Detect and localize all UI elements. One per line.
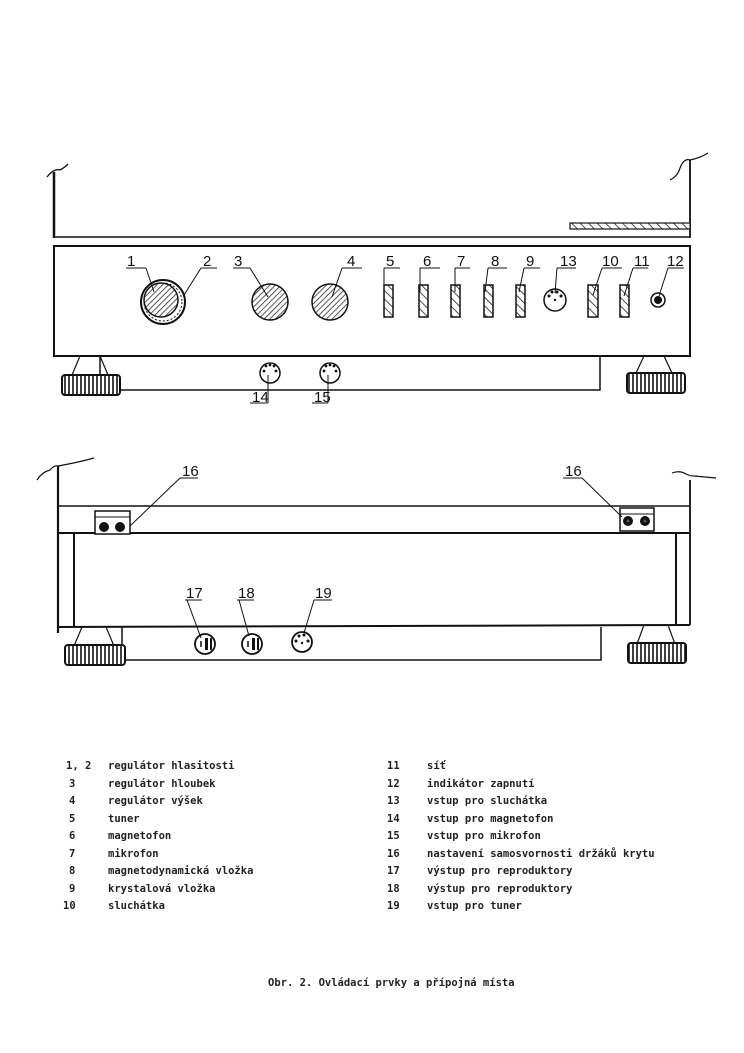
callout-2: 2: [203, 253, 211, 270]
callout-19: 19: [315, 585, 332, 602]
legend-num: 16: [387, 847, 400, 860]
legend-num: 10: [63, 900, 76, 912]
legend-text: výstup pro reproduktory: [427, 865, 573, 877]
speaker-output-2[interactable]: [241, 633, 263, 655]
callout-1: 1: [127, 253, 135, 270]
legend-num: 4: [69, 795, 76, 807]
legend-text: výstup pro reproduktory: [427, 882, 573, 895]
callout-7: 7: [457, 253, 465, 270]
legend-num: 3: [69, 777, 76, 790]
callout-14: 14: [252, 389, 269, 406]
callout-15: 15: [314, 389, 331, 406]
headphones-button[interactable]: [587, 284, 599, 318]
callout-18: 18: [238, 585, 255, 602]
legend-text: regulátor výšek: [108, 795, 203, 807]
bass-knob[interactable]: [251, 283, 289, 321]
headphone-socket[interactable]: [543, 288, 567, 312]
callout-5: 5: [386, 253, 394, 270]
magnetodynamic-button[interactable]: [483, 284, 494, 318]
power-button[interactable]: [619, 284, 630, 318]
callout-17: 17: [186, 585, 203, 602]
microphone-input-socket[interactable]: [319, 362, 341, 384]
legend-num: 11: [387, 760, 400, 772]
legend-text: nastavení samosvornosti držáků krytu: [427, 847, 655, 860]
legend-num: 13: [387, 795, 400, 807]
legend-num: 14: [387, 812, 400, 825]
tuner-button[interactable]: [383, 284, 394, 318]
legend-num: 18: [387, 882, 400, 895]
legend-num: 19: [387, 900, 400, 912]
legend-text: regulátor hlasitosti: [108, 760, 235, 772]
legend-num: 15: [387, 830, 400, 842]
legend-text: magnetodynamická vložka: [108, 865, 254, 877]
tape-input-socket[interactable]: [259, 362, 281, 384]
legend-num: 8: [69, 865, 76, 877]
callout-10: 10: [602, 253, 619, 270]
legend-text: vstup pro mikrofon: [427, 830, 541, 842]
legend-text: tuner: [108, 812, 140, 825]
legend-num: 1, 2: [66, 760, 92, 772]
callout-8: 8: [491, 253, 499, 270]
rear-leader-lines: [129, 477, 623, 639]
callout-6: 6: [423, 253, 431, 270]
legend-text: magnetofon: [108, 830, 172, 842]
legend-text: vstup pro tuner: [427, 900, 522, 912]
callout-4: 4: [347, 253, 355, 270]
front-leader-lines: [126, 267, 684, 404]
volume-knob[interactable]: [140, 279, 186, 325]
legend-num: 7: [69, 847, 76, 860]
legend-num: 9: [69, 882, 76, 895]
legend-text: regulátor hloubek: [108, 777, 216, 790]
legend-text: síť: [427, 760, 446, 772]
callout-16-left: 16: [182, 463, 199, 480]
legend-text: sluchátka: [108, 900, 165, 912]
front-view: [46, 152, 709, 396]
crystal-button[interactable]: [515, 284, 526, 318]
legend-num: 5: [69, 812, 76, 825]
rear-view: [36, 457, 717, 666]
callout-3: 3: [234, 253, 242, 270]
callout-16-right: 16: [565, 463, 582, 480]
legend-num: 17: [387, 865, 400, 877]
callout-13: 13: [560, 253, 577, 270]
callout-11: 11: [634, 253, 650, 270]
speaker-output-1[interactable]: [194, 633, 216, 655]
callout-9: 9: [526, 253, 534, 270]
legend-text: indikátor zapnutí: [427, 777, 535, 790]
treble-knob[interactable]: [311, 283, 349, 321]
legend-num: 6: [69, 830, 76, 842]
tuner-input-socket[interactable]: [291, 631, 313, 653]
power-indicator: [650, 292, 666, 308]
cover-holder-right[interactable]: [619, 507, 655, 532]
legend-text: mikrofon: [108, 847, 159, 860]
callout-12: 12: [667, 253, 684, 270]
legend-num: 12: [387, 777, 400, 790]
legend-text: vstup pro sluchátka: [427, 795, 548, 807]
legend-text: vstup pro magnetofon: [427, 812, 554, 825]
tape-button[interactable]: [418, 284, 429, 318]
figure-caption: Obr. 2. Ovládací prvky a přípojná místa: [268, 977, 515, 989]
legend-text: krystalová vložka: [108, 882, 216, 895]
cover-holder-left[interactable]: [94, 510, 131, 535]
